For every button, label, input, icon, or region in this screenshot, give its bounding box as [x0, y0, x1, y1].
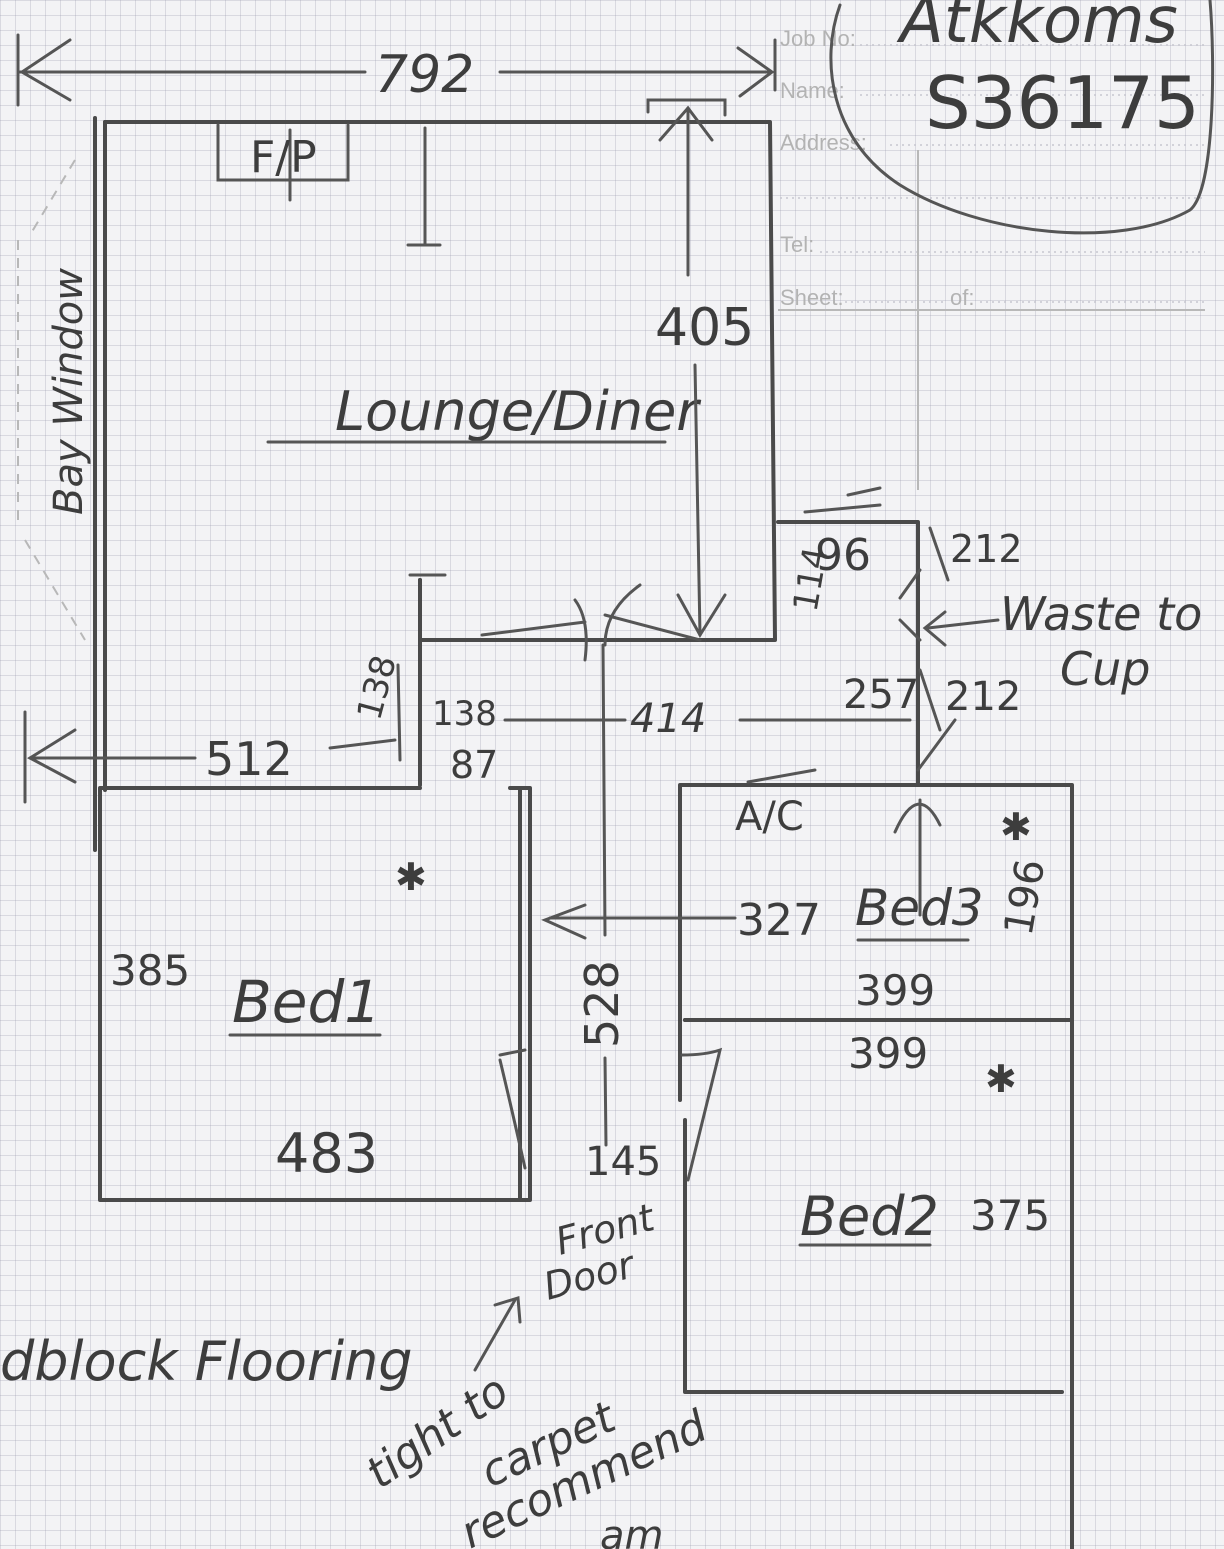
of-label: of:	[950, 285, 974, 310]
bed3-room: A/C ✱ 327 Bed3 196 399	[541, 768, 1074, 1102]
customer-name: Atkkoms	[896, 0, 1178, 58]
bed1-label: Bed1	[232, 968, 381, 1036]
cupboard-area: 114 96 212 257 212	[776, 486, 1023, 787]
address-label: Address:	[780, 130, 867, 155]
dim-405-label: 405	[655, 298, 754, 358]
dim-528: 528 145	[575, 643, 661, 1185]
dim-212a-label: 212	[950, 527, 1023, 571]
sheet-label: Sheet:	[780, 285, 844, 310]
front-door-note: Front Door	[539, 1195, 661, 1309]
job-no-label: Job No:	[780, 26, 856, 51]
dim-414-label: 414	[630, 696, 706, 742]
dim-138a-label: 138	[350, 651, 405, 724]
fireplace-label: F/P	[250, 132, 317, 183]
bed1-star-icon: ✱	[395, 855, 427, 899]
customer-stamp: Atkkoms S36175	[829, 0, 1215, 235]
waste-line1: Waste to	[1000, 587, 1202, 641]
lounge-diner-walls	[93, 116, 777, 852]
dim-375-label: 375	[970, 1191, 1050, 1240]
dim-512: 512	[23, 710, 397, 804]
dim-138b-label: 138	[432, 694, 497, 734]
dim-414: 414	[503, 696, 912, 742]
bed2-room: 399 ✱ Bed2 375	[680, 1018, 1074, 1549]
dim-792: 792	[16, 33, 777, 107]
airing-cupboard-label: A/C	[735, 794, 804, 840]
dim-145-label: 145	[585, 1139, 661, 1185]
dim-483-label: 483	[275, 1122, 378, 1185]
dim-87-label: 87	[450, 743, 498, 787]
dim-405: 405	[646, 98, 754, 638]
front-line2: Door	[539, 1242, 641, 1309]
dim-792-label: 792	[375, 45, 474, 105]
dim-528-label: 528	[575, 960, 629, 1048]
waste-note: Waste to Cup	[922, 587, 1202, 696]
dim-399a-label: 399	[855, 966, 935, 1015]
dim-96-label: 96	[815, 530, 871, 581]
dim-327-label: 327	[737, 895, 821, 946]
lounge-diner-label: Lounge/Diner	[335, 380, 701, 443]
bay-window: Bay Window	[17, 159, 92, 641]
tel-label: Tel:	[780, 232, 814, 257]
bed3-label: Bed3	[855, 879, 984, 937]
bed3-star-icon: ✱	[1000, 805, 1032, 849]
dim-512-label: 512	[205, 732, 293, 786]
dim-212b-label: 212	[945, 674, 1021, 720]
fireplace: F/P	[216, 123, 442, 247]
waste-line2: Cup	[1060, 642, 1150, 696]
dim-385-label: 385	[110, 946, 190, 995]
dim-257-label: 257	[843, 672, 919, 718]
dim-399b-label: 399	[848, 1029, 928, 1078]
form-header: Job No: Name: Address: Tel: Sheet: of:	[778, 26, 1205, 490]
customer-reference: S36175	[925, 61, 1200, 145]
flooring-notes: dblock Flooring tight to carpet recommen…	[0, 1296, 716, 1549]
left-dims: 138 138 87	[350, 573, 498, 787]
bay-window-label: Bay Window	[46, 268, 92, 515]
partial-note: am	[600, 1513, 663, 1549]
dim-196-label: 196	[996, 856, 1055, 939]
flooring-note: dblock Flooring	[0, 1330, 413, 1393]
bed1-room: ✱ 385 Bed1 483	[98, 786, 532, 1202]
bed2-label: Bed2	[800, 1185, 939, 1248]
bed2-star-icon: ✱	[985, 1057, 1017, 1101]
